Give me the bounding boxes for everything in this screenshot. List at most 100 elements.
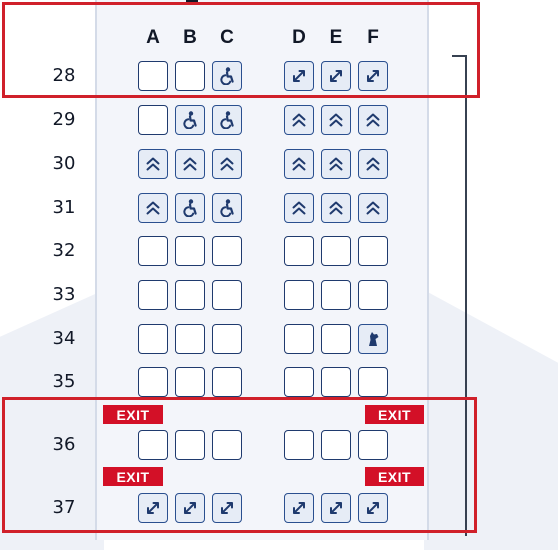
seat-36a[interactable] [138, 430, 168, 460]
seat-28c[interactable] [212, 61, 242, 91]
wheelchair-icon [219, 199, 235, 217]
row-number-37: 37 [52, 497, 76, 518]
seat-32f[interactable] [358, 236, 388, 266]
double-chevron-up-icon [328, 112, 344, 128]
seat-29e[interactable] [321, 105, 351, 135]
diagonal-arrow-icon [328, 500, 344, 516]
seat-34a[interactable] [138, 324, 168, 354]
seat-36c[interactable] [212, 430, 242, 460]
exit-sign-left-row-37: EXIT [103, 467, 163, 486]
seat-31f[interactable] [358, 193, 388, 223]
seat-33c[interactable] [212, 280, 242, 310]
row-number-32: 32 [52, 240, 76, 261]
double-chevron-up-icon [219, 156, 235, 172]
row-number-34: 34 [52, 328, 76, 349]
column-label-b: B [183, 27, 197, 48]
row-number-28: 28 [52, 65, 76, 86]
seat-33f[interactable] [358, 280, 388, 310]
wheelchair-icon [182, 111, 198, 129]
seat-31a[interactable] [138, 193, 168, 223]
seat-35e[interactable] [321, 367, 351, 397]
seat-36d[interactable] [284, 430, 314, 460]
double-chevron-up-icon [365, 112, 381, 128]
seat-35a[interactable] [138, 367, 168, 397]
seat-30c[interactable] [212, 149, 242, 179]
seat-35f[interactable] [358, 367, 388, 397]
seat-29c[interactable] [212, 105, 242, 135]
seat-33e[interactable] [321, 280, 351, 310]
section-bracket [465, 56, 467, 536]
seat-34f[interactable] [358, 324, 388, 354]
seat-29b[interactable] [175, 105, 205, 135]
seat-37c[interactable] [212, 493, 242, 523]
diagonal-arrow-icon [365, 500, 381, 516]
seat-31d[interactable] [284, 193, 314, 223]
column-label-e: E [329, 27, 343, 48]
diagonal-arrow-icon [219, 500, 235, 516]
seat-37a[interactable] [138, 493, 168, 523]
seat-28a[interactable] [138, 61, 168, 91]
seat-34d[interactable] [284, 324, 314, 354]
double-chevron-up-icon [291, 156, 307, 172]
double-chevron-up-icon [365, 200, 381, 216]
seat-28f[interactable] [358, 61, 388, 91]
seat-37b[interactable] [175, 493, 205, 523]
seat-34e[interactable] [321, 324, 351, 354]
seat-35b[interactable] [175, 367, 205, 397]
seat-36f[interactable] [358, 430, 388, 460]
row-number-35: 35 [52, 371, 76, 392]
seat-33d[interactable] [284, 280, 314, 310]
diagonal-arrow-icon [145, 500, 161, 516]
wheelchair-icon [219, 111, 235, 129]
pet-icon [366, 331, 380, 347]
column-label-d: D [292, 27, 306, 48]
seat-30e[interactable] [321, 149, 351, 179]
seat-28e[interactable] [321, 61, 351, 91]
double-chevron-up-icon [328, 200, 344, 216]
diagonal-arrow-icon [365, 68, 381, 84]
section-bracket-tick [452, 55, 467, 57]
seat-37e[interactable] [321, 493, 351, 523]
seat-37d[interactable] [284, 493, 314, 523]
seat-34c[interactable] [212, 324, 242, 354]
row-number-30: 30 [52, 153, 76, 174]
seat-29f[interactable] [358, 105, 388, 135]
seat-32d[interactable] [284, 236, 314, 266]
highlight-box-row-28 [2, 2, 480, 98]
seat-35c[interactable] [212, 367, 242, 397]
double-chevron-up-icon [291, 200, 307, 216]
double-chevron-up-icon [145, 156, 161, 172]
seat-36e[interactable] [321, 430, 351, 460]
diagonal-arrow-icon [291, 500, 307, 516]
seat-32c[interactable] [212, 236, 242, 266]
diagonal-arrow-icon [291, 68, 307, 84]
seat-35d[interactable] [284, 367, 314, 397]
seat-30d[interactable] [284, 149, 314, 179]
double-chevron-up-icon [145, 200, 161, 216]
column-label-c: C [220, 27, 234, 48]
seat-31c[interactable] [212, 193, 242, 223]
seat-29a[interactable] [138, 105, 168, 135]
diagonal-arrow-icon [328, 68, 344, 84]
seat-33a[interactable] [138, 280, 168, 310]
seat-37f[interactable] [358, 493, 388, 523]
wheelchair-icon [182, 199, 198, 217]
seat-32a[interactable] [138, 236, 168, 266]
seat-31e[interactable] [321, 193, 351, 223]
seat-28b[interactable] [175, 61, 205, 91]
exit-sign-right-row-36: EXIT [365, 405, 424, 424]
wheelchair-icon [219, 67, 235, 85]
seat-34b[interactable] [175, 324, 205, 354]
seat-29d[interactable] [284, 105, 314, 135]
column-label-f: F [367, 27, 379, 48]
seat-28d[interactable] [284, 61, 314, 91]
seat-32b[interactable] [175, 236, 205, 266]
seat-30b[interactable] [175, 149, 205, 179]
seat-32e[interactable] [321, 236, 351, 266]
diagonal-arrow-icon [182, 500, 198, 516]
seat-33b[interactable] [175, 280, 205, 310]
seat-30f[interactable] [358, 149, 388, 179]
seat-30a[interactable] [138, 149, 168, 179]
seat-31b[interactable] [175, 193, 205, 223]
seat-36b[interactable] [175, 430, 205, 460]
